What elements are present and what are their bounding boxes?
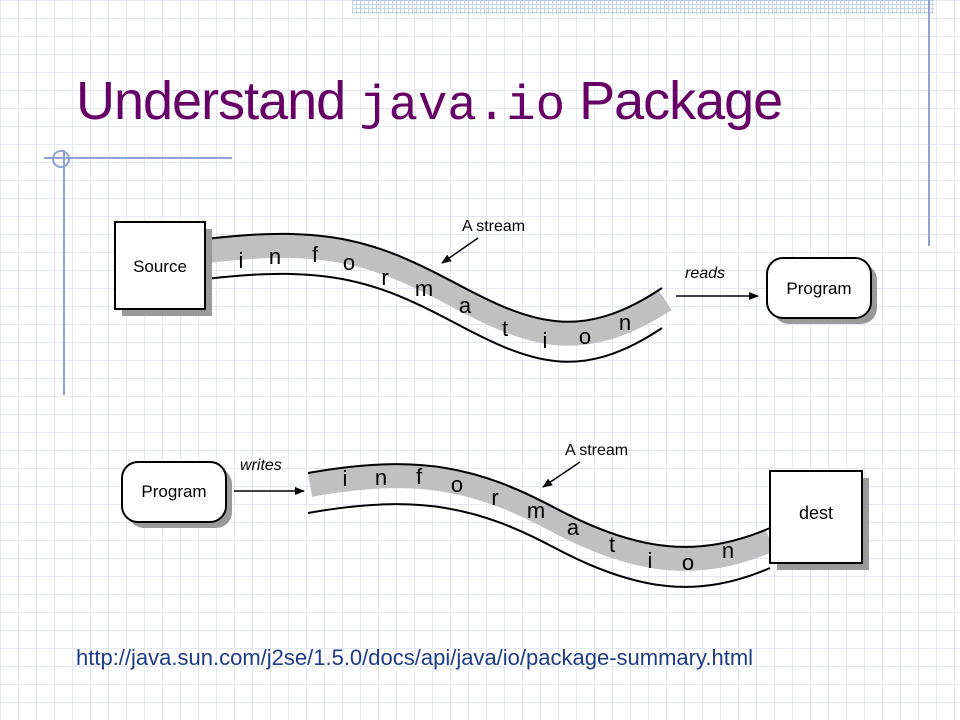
top-program-label: Program — [786, 279, 851, 298]
writes-label: writes — [240, 457, 282, 474]
top-stream-letter: i — [239, 248, 244, 273]
bottom-stream-letter: a — [567, 515, 580, 540]
source-box: Source — [114, 221, 212, 316]
top-stream-pointer-arrow — [441, 237, 479, 264]
dest-box: dest — [769, 470, 869, 570]
bottom-stream-letter: n — [375, 465, 387, 490]
bottom-stream-letter: i — [343, 466, 348, 491]
page-title: Understand java.io Package — [76, 71, 783, 134]
right-accent-line — [928, 0, 930, 246]
source-label: Source — [133, 257, 187, 276]
top-stream-letter: m — [415, 276, 433, 301]
bottom-stream-letter: i — [648, 548, 653, 573]
top-stream-letter: i — [543, 328, 548, 353]
top-stream-letter: a — [459, 293, 472, 318]
top-stream-band — [205, 232, 672, 363]
bottom-stream-letters: i n f o r ma t i o n — [343, 464, 735, 575]
top-stream-letter: f — [312, 242, 319, 267]
bottom-stream-letter: o — [682, 550, 694, 575]
dest-label: dest — [799, 503, 833, 523]
bottom-program-box: Program — [121, 461, 232, 528]
bottom-stream-letter: m — [527, 498, 545, 523]
top-stream-letter: r — [381, 265, 388, 290]
bottom-stream-letter: n — [722, 538, 734, 563]
title-suffix: Package — [579, 71, 783, 131]
bottom-stream-label: A stream — [565, 442, 628, 459]
reference-url[interactable]: http://java.sun.com/j2se/1.5.0/docs/api/… — [76, 645, 754, 670]
top-stream-letter: o — [343, 250, 355, 275]
bottom-stream-letter: t — [609, 532, 615, 557]
title-prefix: Understand — [76, 71, 346, 131]
bottom-diagram: Program writes i n f o r ma t i o n A stream dest — [121, 442, 869, 588]
title-underline — [44, 157, 232, 159]
top-stream-letter: t — [502, 316, 508, 341]
top-stream-label: A stream — [462, 218, 525, 235]
bottom-program-label: Program — [141, 482, 206, 501]
bottom-stream-band — [307, 463, 775, 588]
top-stream-letter: o — [579, 324, 591, 349]
corner-grid-band — [352, 0, 934, 14]
reads-label: reads — [685, 265, 725, 282]
left-accent-line — [63, 150, 65, 395]
top-stream-letter: n — [619, 310, 631, 335]
corner-circle-ornament — [52, 150, 70, 168]
bottom-stream-pointer-arrow — [542, 461, 581, 488]
bottom-stream-letter: f — [416, 464, 423, 489]
bottom-stream-letter: o — [451, 472, 463, 497]
top-program-box: Program — [766, 257, 877, 324]
bottom-stream-letter: r — [491, 485, 498, 510]
top-stream-letter: n — [269, 244, 281, 269]
title-code: java.io — [359, 78, 566, 134]
